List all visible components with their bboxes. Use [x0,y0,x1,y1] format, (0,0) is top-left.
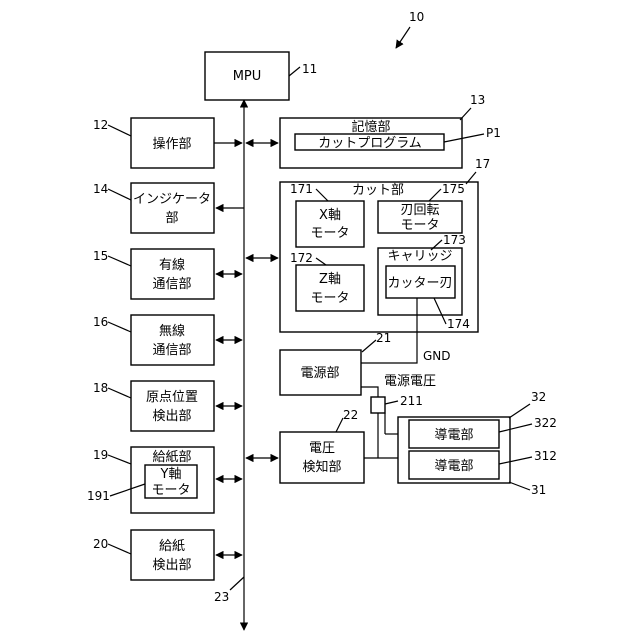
ref-21-leader [362,340,376,352]
ref-174: 174 [447,317,470,331]
ref-10: 10 [409,10,424,24]
wired-label-1: 有線 [159,257,185,273]
ref-22-leader [336,418,343,432]
power-voltage-label: 電源電圧 [384,374,436,389]
ref-322: 322 [534,416,557,430]
power-voltage-wire [361,387,378,397]
z-motor-label-2: モータ [310,291,349,306]
ref-23: 23 [214,590,229,604]
ref-211-leader [385,401,398,404]
carriage-label: キャリッジ [387,249,452,264]
gnd-label: GND [423,349,451,363]
ref-23-leader [230,577,244,590]
ref-11-leader [289,67,300,76]
ref-16-leader [108,322,131,332]
voltage-detect-label-2: 検知部 [302,459,341,475]
ref-172: 172 [290,251,313,265]
ref-20: 20 [93,537,108,551]
ref-11: 11 [302,62,317,76]
ref-17: 17 [475,157,490,171]
indicator-label-2: 部 [165,211,178,226]
ref-32: 32 [531,390,546,404]
origin-label-2: 検出部 [152,409,191,424]
feed-label: 給紙部 [152,450,191,465]
ref-14: 14 [93,182,108,196]
indicator-label-1: インジケータ [133,192,211,207]
feed-detect-label-2: 検出部 [152,558,191,573]
ref-175: 175 [442,182,465,196]
x-motor-label-1: X軸 [319,208,341,223]
feed-detect-label-1: 給紙 [159,539,185,554]
ref-211: 211 [400,394,423,408]
ref-31: 31 [531,483,546,497]
ref-191: 191 [87,489,110,503]
ref-13-leader [460,108,471,120]
ref-312: 312 [534,449,557,463]
ref-12: 12 [93,118,108,132]
ref-18-leader [108,388,131,398]
cutter-blade-label: カッター刃 [387,276,452,291]
ref-19: 19 [93,448,108,462]
ref-P1: P1 [486,126,501,140]
mpu-label: MPU [233,69,262,84]
ref-13: 13 [470,93,485,107]
ref-19-leader [108,455,131,464]
cut-unit-label: カット部 [352,183,404,198]
ref-171: 171 [290,182,313,196]
ref-32-leader [509,404,530,418]
voltage-detect-label-1: 電圧 [309,441,335,456]
z-motor-label-1: Z軸 [319,272,341,287]
conductive-top-label: 導電部 [434,428,473,443]
ref-20-leader [108,544,131,554]
ref-31-leader [509,482,530,490]
ref-14-leader [108,189,131,200]
y-motor-label-2: モータ [151,483,190,498]
ref-15: 15 [93,249,108,263]
y-motor-label-1: Y軸 [160,467,182,482]
ref-12-leader [108,125,131,136]
ref-15-leader [108,256,131,266]
ref-10-arrow [396,27,410,48]
power-label: 電源部 [300,366,339,381]
blade-rotation-label-1: 刃回転 [400,203,439,218]
resistor-211 [371,397,385,413]
x-motor-label-2: モータ [310,226,349,241]
cut-program-label: カットプログラム [318,136,422,151]
ref-16: 16 [93,315,108,329]
storage-label: 記憶部 [351,119,390,135]
operation-label: 操作部 [152,136,191,152]
ref-18: 18 [93,381,108,395]
wireless-label-1: 無線 [159,323,185,339]
wireless-label-2: 通信部 [152,343,191,358]
voltage-detect-box [280,432,364,483]
ref-21: 21 [376,331,391,345]
conductive-bottom-label: 導電部 [434,459,473,474]
wired-label-2: 通信部 [152,277,191,292]
origin-label-1: 原点位置 [146,390,198,405]
blade-rotation-label-2: モータ [400,218,439,233]
ref-173: 173 [443,233,466,247]
ref-22: 22 [343,408,358,422]
